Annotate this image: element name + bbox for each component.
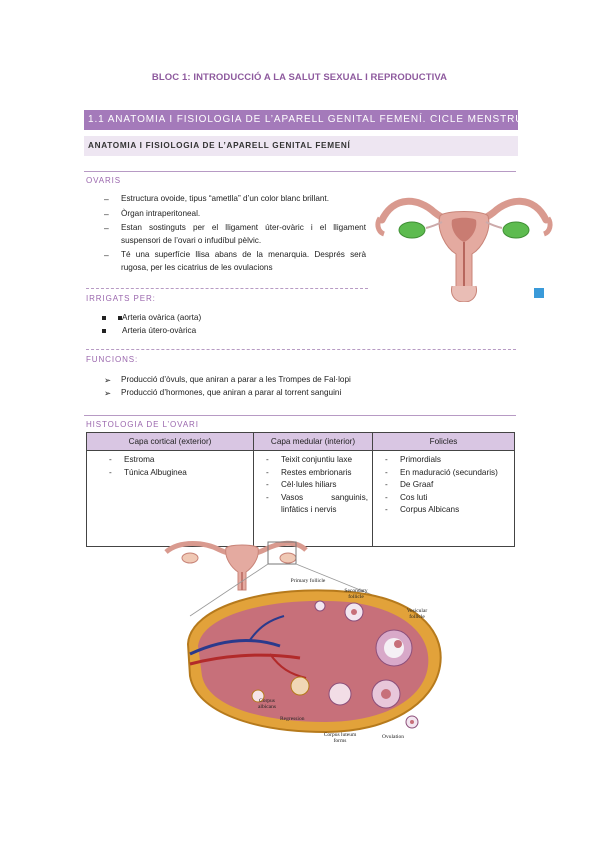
vesicular-follicle-label: Vesicular follicle — [406, 608, 428, 620]
dash-marker: – — [104, 208, 109, 219]
arrow-bullet-icon: ➢ — [104, 387, 112, 398]
irrigats-heading: IRRIGATS PER: — [86, 294, 156, 303]
list-item: Corpus Albicans — [381, 504, 510, 517]
ovaris-heading: OVARIS — [86, 176, 122, 185]
list-item: Teixit conjuntiu laxe — [262, 454, 368, 467]
ovaris-item: – Òrgan intraperitoneal. — [104, 208, 366, 221]
funcions-item-text: Producció d’hormones, que aniran a parar… — [121, 387, 342, 397]
column-header: Capa cortical (exterior) — [86, 432, 254, 451]
bloc-title: BLOC 1: INTRODUCCIÓ A LA SALUT SEXUAL I … — [151, 72, 448, 83]
arrow-bullet-icon: ➢ — [104, 375, 112, 385]
ovaris-item-text: Estructura ovoide, tipus “ametlla” d’un … — [121, 194, 329, 203]
dash-marker: – — [104, 250, 109, 260]
list-item: Cèl·lules hiliars — [262, 479, 368, 492]
divider-top — [84, 171, 516, 172]
list-item: Estroma — [105, 454, 249, 467]
table-row: Estroma Túnica Albuginea Teixit conjunti… — [86, 450, 515, 547]
irrigats-item: Arteria ovàrica (aorta) — [102, 312, 336, 325]
ovaris-item: – Estructura ovoide, tipus “ametlla” d’u… — [104, 193, 366, 206]
cortical-cell: Estroma Túnica Albuginea — [86, 450, 254, 547]
funcions-list: ➢ Producció d’òvuls, que aniran a parar … — [104, 374, 404, 399]
divider-irrigats — [86, 349, 516, 350]
uterus-illustration — [374, 190, 554, 303]
ovaris-item-text: Òrgan intraperitoneal. — [121, 208, 201, 218]
divider-ovaris — [86, 288, 368, 289]
table-header-row: Capa cortical (exterior) Capa medular (i… — [86, 432, 515, 451]
dash-marker: – — [104, 223, 109, 233]
subsection-band: ANATOMIA I FISIOLOGIA DE L’APARELL GENIT… — [84, 136, 518, 156]
list-item: Primordials — [381, 454, 510, 467]
dash-marker: – — [104, 194, 109, 204]
list-item: En maduració (secundaris) — [381, 467, 510, 480]
irrigats-list: Arteria ovàrica (aorta) Arteria útero-ov… — [102, 312, 336, 338]
corpus-luteum-label: Corpus luteum forms — [323, 732, 357, 744]
list-item: De Graaf — [381, 479, 510, 492]
irrigats-item-text: Arteria ovàrica (aorta) — [122, 313, 202, 322]
section-band: 1.1 ANATOMIA I FISIOLOGIA DE L’APARELL G… — [84, 110, 518, 130]
list-item: Túnica Albuginea — [105, 467, 249, 480]
list-item: Vasos sanguinis, linfàtics i nervis — [262, 492, 368, 517]
square-bullet-icon — [102, 328, 106, 333]
funcions-item: ➢ Producció d’òvuls, que aniran a parar … — [104, 374, 404, 387]
funcions-item-text: Producció d’òvuls, que aniran a parar a … — [121, 375, 351, 384]
ovaris-item-text: Té una superfície llisa abans de la mena… — [121, 250, 366, 272]
secondary-follicle-label: Secondary follicle — [344, 588, 368, 600]
list-item: Restes embrionaris — [262, 467, 368, 480]
primary-follicle-label: Primary follicle — [290, 578, 326, 584]
funcions-heading: FUNCIONS: — [86, 355, 139, 364]
ovulation-label: Ovulation — [382, 734, 404, 740]
regression-label: Regression — [280, 716, 305, 722]
folicles-cell: Primordials En maduració (secundaris) De… — [372, 450, 515, 547]
divider-funcions — [84, 415, 516, 416]
list-item: Cos luti — [381, 492, 510, 505]
histologia-heading: HISTOLOGIA DE L’OVARI — [86, 420, 199, 429]
irrigats-item: Arteria útero-ovàrica — [102, 325, 336, 338]
ovaris-item: – Estan sostinguts per el lligament úter… — [104, 222, 366, 247]
histologia-table: Capa cortical (exterior) Capa medular (i… — [86, 432, 515, 547]
ovarian-cycle-illustration: Primary follicle Secondary follicle Vesi… — [150, 536, 450, 752]
column-header: Folicles — [372, 432, 515, 451]
ovaris-item-text: Estan sostinguts per el lligament úter-o… — [121, 223, 366, 245]
irrigats-item-text: Arteria útero-ovàrica — [122, 325, 197, 335]
funcions-item: ➢ Producció d’hormones, que aniran a par… — [104, 387, 404, 400]
ovaris-item: – Té una superfície llisa abans de la me… — [104, 249, 366, 274]
medular-cell: Teixit conjuntiu laxe Restes embrionaris… — [253, 450, 373, 547]
ovaris-list: – Estructura ovoide, tipus “ametlla” d’u… — [104, 193, 366, 274]
column-header: Capa medular (interior) — [253, 432, 373, 451]
corpus-albicans-label: Corpus albicans — [257, 698, 277, 710]
square-bullet-icon — [102, 316, 106, 320]
